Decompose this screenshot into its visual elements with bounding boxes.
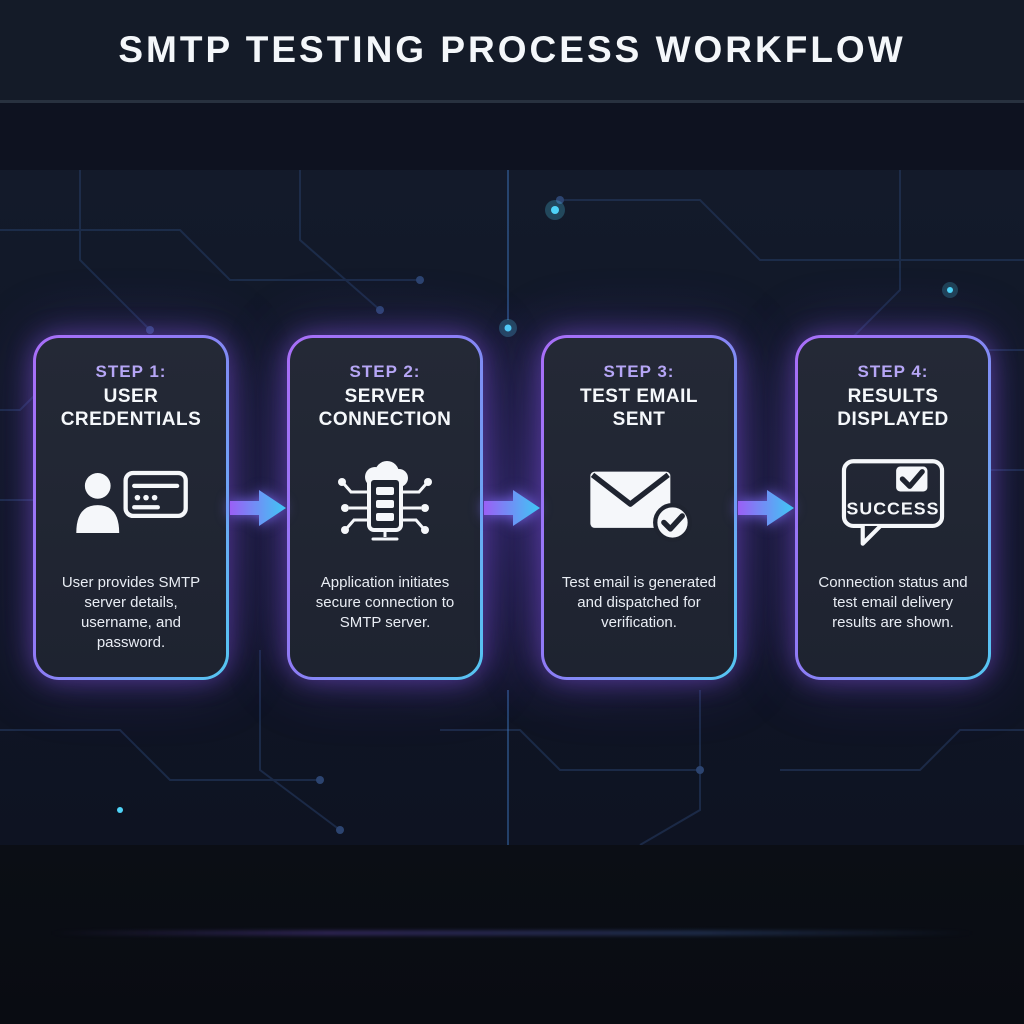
email-sent-icon (590, 471, 692, 543)
step-title: USER CREDENTIALS (60, 386, 202, 431)
upper-dark-band (0, 103, 1024, 170)
header-divider (0, 100, 1024, 103)
arrow-right-icon (484, 489, 540, 526)
arrow-3 (737, 486, 795, 530)
arrow-2 (483, 486, 541, 530)
step-icon-wrap: SUCCESS (835, 443, 951, 563)
server-connection-icon (338, 461, 432, 541)
step-icon-wrap (583, 443, 695, 563)
step-card-2: STEP 2: SERVER CONNECTION (287, 335, 483, 680)
header: SMTP TESTING PROCESS WORKFLOW (0, 0, 1024, 100)
step-icon-wrap (72, 443, 190, 563)
step-description: Application initiates secure connection … (315, 574, 455, 632)
workflow-diagram: STEP 1: USER CREDENTIALS User provides S (0, 170, 1024, 845)
step-label: STEP 1: (95, 362, 167, 381)
workflow-steps-row: STEP 1: USER CREDENTIALS User provides S (0, 335, 1024, 680)
step-card-4: STEP 4: RESULTS DISPLAYED SUCCESS Connec… (795, 335, 991, 680)
arrow-right-icon (230, 489, 286, 526)
step-icon-wrap (329, 443, 441, 563)
success-badge-text: SUCCESS (847, 499, 940, 519)
step-description: Test email is generated and dispatched f… (561, 574, 717, 632)
step-description: User provides SMTP server details, usern… (61, 574, 201, 652)
step-card-3: STEP 3: TEST EMAIL SENT Test email is ge… (541, 335, 737, 680)
bottom-glow-line (50, 931, 974, 935)
page-title: SMTP TESTING PROCESS WORKFLOW (118, 29, 906, 70)
arrow-1 (229, 486, 287, 530)
step-title: TEST EMAIL SENT (580, 386, 698, 431)
step-label: STEP 4: (857, 362, 929, 381)
user-credentials-icon (76, 471, 188, 534)
step-title: RESULTS DISPLAYED (837, 386, 949, 431)
lower-dark-band (0, 845, 1024, 1024)
step-label: STEP 2: (349, 362, 421, 381)
step-description: Connection status and test email deliver… (818, 574, 968, 632)
success-message-icon: SUCCESS (841, 459, 945, 547)
step-title: SERVER CONNECTION (318, 386, 452, 431)
step-card-1: STEP 1: USER CREDENTIALS User provides S (33, 335, 229, 680)
arrow-right-icon (738, 489, 794, 526)
step-label: STEP 3: (603, 362, 675, 381)
